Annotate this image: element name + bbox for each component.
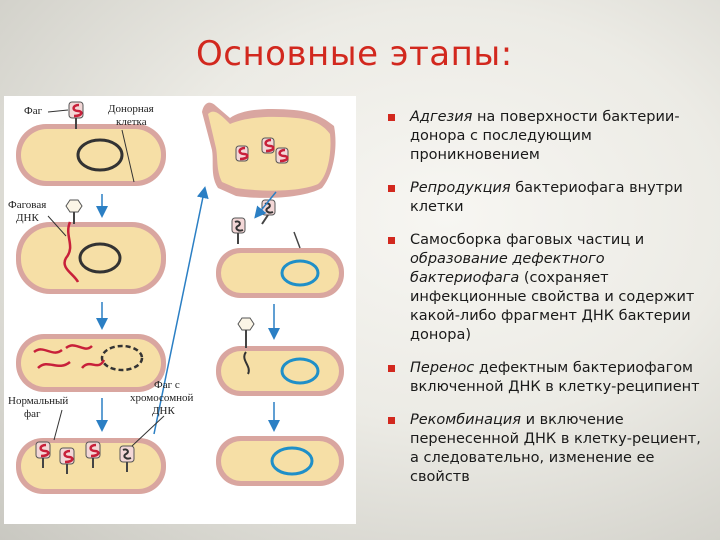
label-donor-1: Донорная	[108, 103, 154, 115]
free-phages	[231, 199, 276, 244]
lysed-cell	[202, 102, 336, 198]
transduction-diagram: Фаг Донорная клетка Фаговая ДНК Нормальн…	[8, 101, 344, 494]
bullet-marker	[388, 237, 395, 244]
donor-cell-4	[16, 438, 166, 494]
bullet-item: Перенос дефектным бактериофагом включенн…	[386, 359, 706, 397]
bullet-marker	[388, 417, 395, 424]
bullet-item: Адгезия на поверхности бактерии-донора с…	[386, 108, 706, 165]
recipient-cell-1	[216, 231, 344, 298]
label-normal-phage-2: фаг	[24, 408, 41, 420]
bullet-marker	[388, 185, 395, 192]
transduction-figure: Фаг Донорная клетка Фаговая ДНК Нормальн…	[4, 96, 356, 524]
slide-title: Основные этапы:	[196, 34, 513, 74]
phage-on-cell	[68, 101, 84, 129]
bullet-item: Рекомбинация и включение перенесенной ДН…	[386, 411, 706, 487]
bullet-marker	[388, 114, 395, 121]
label-chrom-phage-2: хромосомной	[130, 392, 194, 404]
donor-cell-2	[16, 199, 166, 294]
bullet-item: Самосборка фаговых частиц и образование …	[386, 231, 706, 345]
recipient-cell-3	[216, 436, 344, 486]
label-phage-dna-1: Фаговая	[8, 199, 46, 211]
label-phage: Фаг	[24, 105, 43, 117]
label-pointers	[47, 109, 165, 447]
flow-arrows	[96, 186, 280, 435]
label-phage-dna-2: ДНК	[16, 212, 39, 224]
label-donor-2: клетка	[116, 116, 147, 128]
empty-phage-head	[65, 199, 83, 224]
phage-progeny	[35, 441, 135, 474]
bullet-item: Репродукция бактериофага внутри клетки	[386, 179, 706, 217]
label-chrom-phage-3: ДНК	[152, 405, 175, 417]
bullet-list: Адгезия на поверхности бактерии-донора с…	[386, 108, 706, 501]
recipient-cell-2	[216, 317, 344, 396]
label-chrom-phage-1: Фаг с	[154, 379, 180, 391]
donor-cell-3	[16, 334, 166, 392]
bullet-marker	[388, 365, 395, 372]
label-normal-phage-1: Нормальный	[8, 395, 68, 407]
donor-cell-1	[16, 101, 166, 186]
